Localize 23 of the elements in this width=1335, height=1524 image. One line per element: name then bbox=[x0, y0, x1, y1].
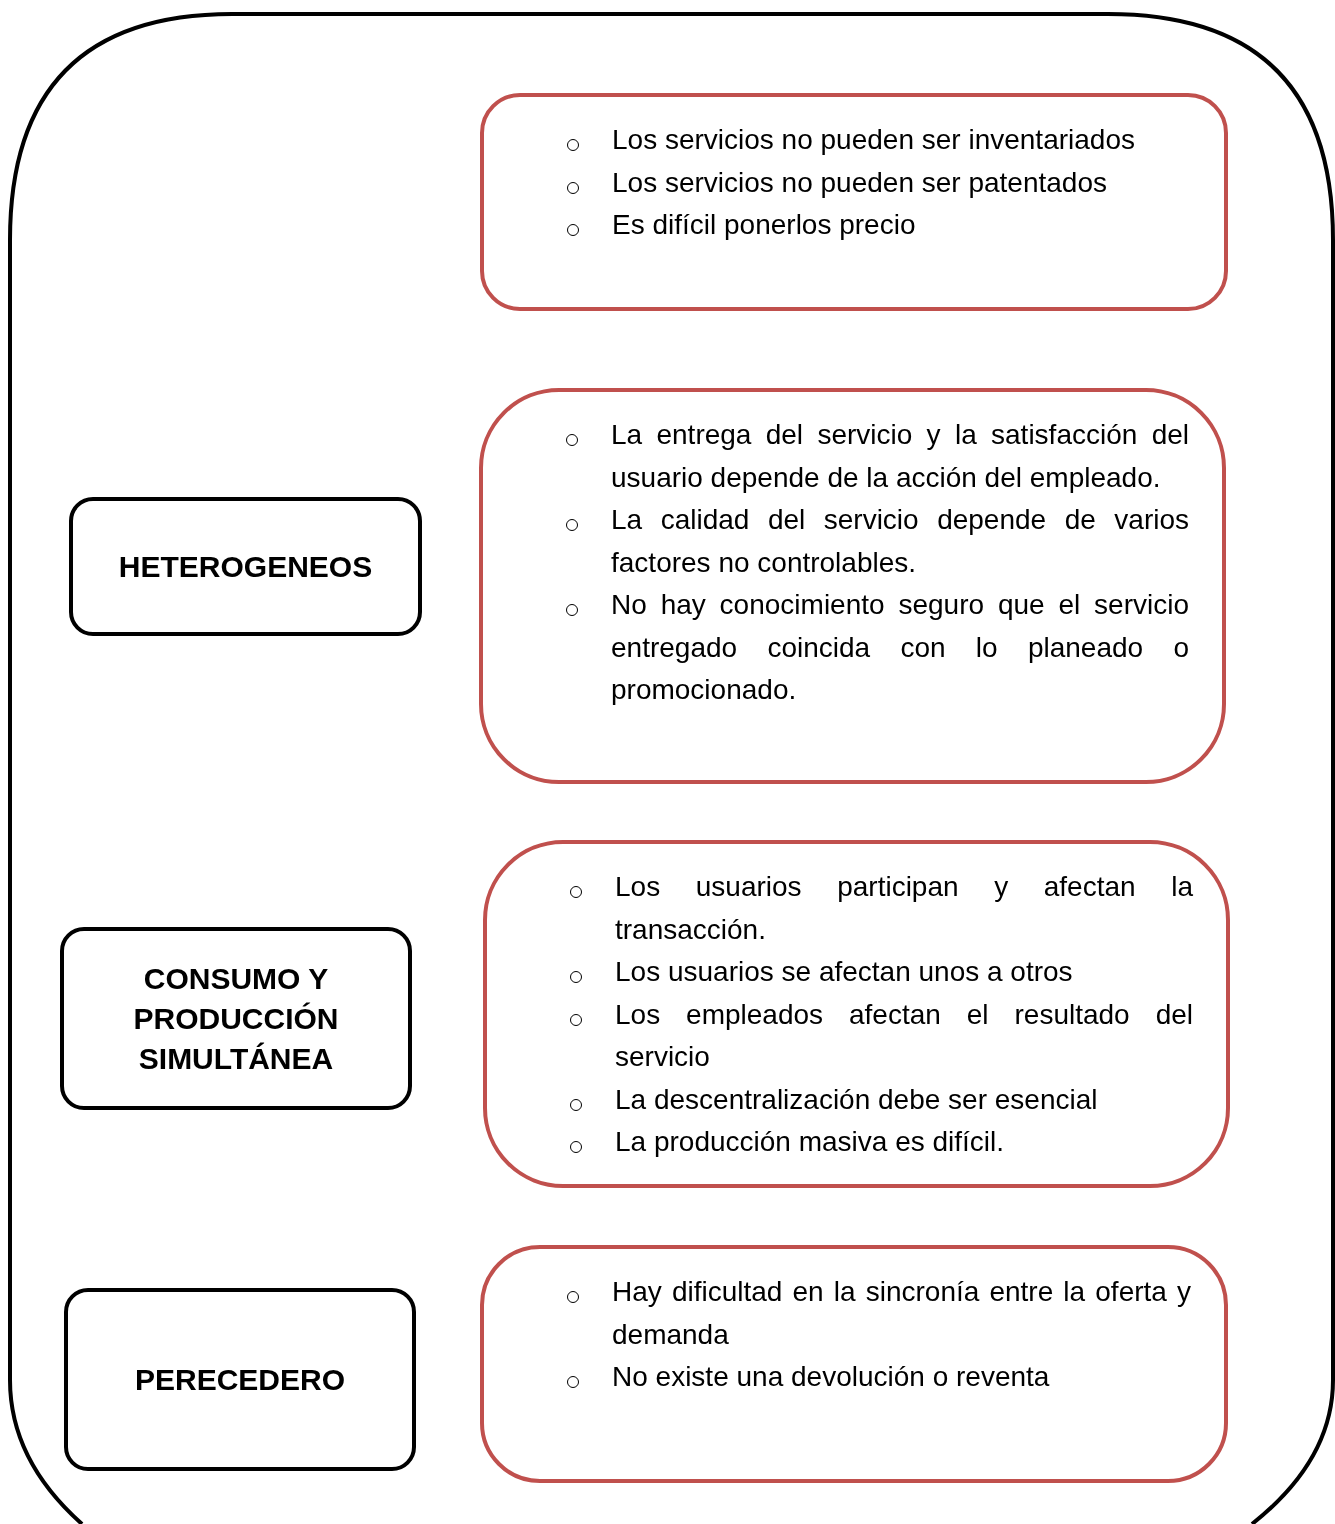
category-label: HETEROGENEOS bbox=[118, 548, 373, 585]
category-box bbox=[60, 927, 412, 1110]
category-label: CONSUMO Y PRODUCCIÓN SIMULTÁNEA bbox=[132, 960, 340, 1077]
bullet-text: La descentralización debe ser esencial bbox=[615, 1083, 1098, 1115]
bullet-text: La calidad del servicio depende de varios factores no controlables. bbox=[611, 504, 1189, 578]
category-box bbox=[69, 497, 422, 636]
bullet-list-box bbox=[480, 1245, 1228, 1483]
bullet-text: Los servicios no pueden ser patentados bbox=[612, 166, 1107, 198]
category-label: PERECEDERO bbox=[134, 1361, 345, 1398]
bullet-text: Hay dificultad en la sincronía entre la oferta y demanda bbox=[612, 1276, 1191, 1350]
bullet-list-box bbox=[480, 93, 1228, 311]
bullet-text: No existe una devolución o reventa bbox=[612, 1361, 1050, 1392]
bullet-text: No hay conocimiento seguro que el servicio entregado coincida con lo planeado o promocionado. bbox=[611, 589, 1189, 705]
bullet-text: Los usuarios participan y afectan la transacción. bbox=[615, 871, 1193, 945]
bullet-text: La producción masiva es difícil. bbox=[615, 1126, 1005, 1157]
bullet-text: Es difícil ponerlos precio bbox=[612, 209, 916, 240]
bullet-list-box bbox=[483, 840, 1230, 1188]
bullet-text: Los usuarios se afectan unos a otros bbox=[615, 956, 1073, 987]
bullet-list-box bbox=[479, 388, 1226, 784]
bullet-text: Los empleados afectan el resultado del servicio bbox=[615, 998, 1193, 1072]
category-box bbox=[64, 1288, 416, 1471]
bullet-text: Los servicios no pueden ser inventariados bbox=[612, 124, 1135, 155]
bullet-text: La entrega del servicio y la satisfacción del usuario depende de la acción del empleado. bbox=[611, 419, 1189, 493]
